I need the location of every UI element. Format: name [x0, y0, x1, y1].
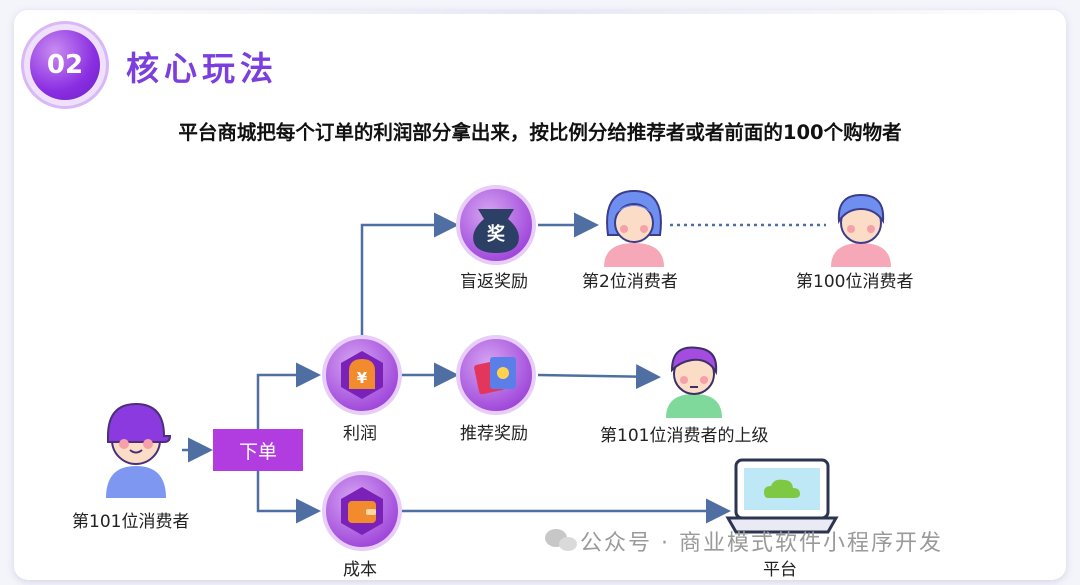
- arrow-referral-to-superior: [537, 364, 661, 390]
- arrow-profit-to-blind-rebate: [360, 212, 459, 342]
- flow-diagram: ¥ 奖: [106, 185, 891, 551]
- headline: 平台商城把每个订单的利润部分拿出来，按比例分给推荐者或者前面的100个购物者: [178, 121, 902, 144]
- label-profit: 利润: [343, 424, 377, 444]
- referral-reward-circle: [456, 335, 536, 415]
- label-consumer-2: 第2位消费者: [582, 272, 678, 292]
- avatar-consumer-2-icon: [604, 189, 664, 267]
- label-referral-reward: 推荐奖励: [460, 424, 528, 444]
- avatar-consumer-101-icon: [106, 402, 172, 498]
- section-title: 核心玩法: [126, 49, 278, 88]
- avatar-consumer-100-icon: [831, 193, 891, 267]
- label-consumer-100: 第100位消费者: [796, 272, 914, 292]
- avatar-superior-icon: [666, 346, 722, 418]
- label-consumer-101: 第101位消费者: [72, 512, 190, 532]
- slide: 02 核心玩法 平台商城把每个订单的利润部分拿出来，按比例分给推荐者或者前面的1…: [14, 10, 1066, 580]
- top-strip: [14, 10, 1066, 14]
- yen-glyph: ¥: [357, 369, 368, 387]
- order-node: 下单: [213, 429, 303, 471]
- arrow-order-to-profit: [256, 362, 321, 429]
- prize-glyph: 奖: [487, 223, 506, 245]
- profit-circle: ¥: [322, 335, 402, 415]
- arrow-order-to-cost: [256, 471, 321, 524]
- platform-monitor-icon: [725, 458, 839, 534]
- watermark-text: 公众号 · 商业模式软件小程序开发: [580, 531, 943, 556]
- section-number-badge: 02: [30, 30, 100, 100]
- label-blind-rebate: 盲返奖励: [460, 272, 528, 292]
- label-platform: 平台: [763, 560, 797, 580]
- blind-rebate-circle: 奖: [456, 185, 536, 265]
- label-consumer-101-superior: 第101位消费者的上级: [600, 426, 769, 446]
- cost-circle: [322, 471, 402, 551]
- wechat-watermark-icon: [545, 529, 577, 551]
- label-cost: 成本: [343, 560, 377, 580]
- connectors: [182, 212, 826, 524]
